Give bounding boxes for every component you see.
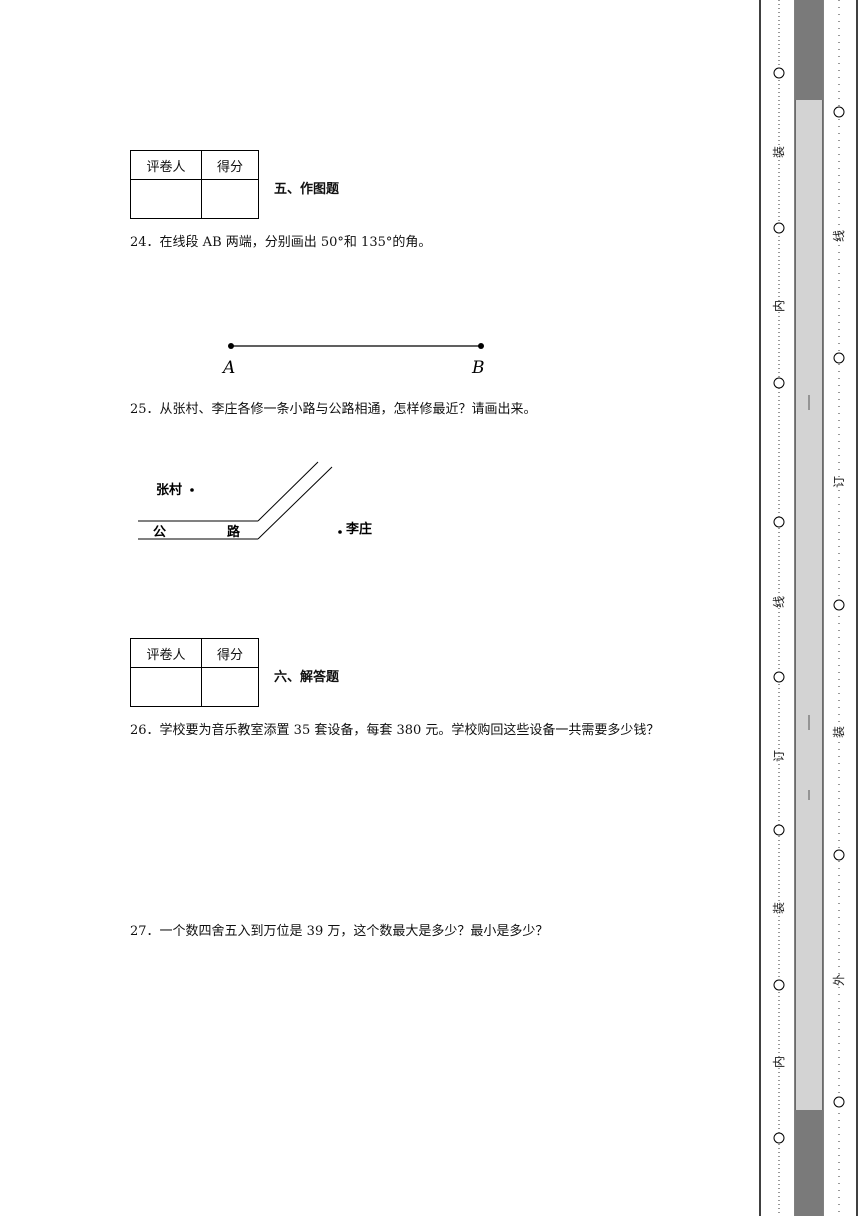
reviewer-header: 评卷人	[130, 638, 202, 668]
reviewer-cell[interactable]	[130, 667, 202, 707]
point-a-label: A	[221, 358, 235, 378]
road-diagonal-bottom	[257, 466, 333, 540]
outer-char-1: 线	[832, 230, 846, 242]
outer-char-4: 外	[832, 974, 846, 986]
inner-char-1: 装	[772, 146, 786, 158]
road-label-2: 路	[227, 524, 241, 540]
question-26: 26．学校要为音乐教室添置 35 套设备，每套 380 元。学校购回这些设备一共…	[130, 723, 660, 738]
score-header: 得分	[201, 150, 259, 180]
road-figure: 张村 公 路 李庄	[138, 461, 372, 540]
middle-strip	[794, 0, 824, 1216]
road-diagonal-top	[257, 461, 319, 522]
village-zhang-label: 张村	[156, 482, 182, 498]
segment-ab-figure: A B	[221, 343, 485, 378]
strip-dark-bottom	[795, 1110, 823, 1216]
strip-dark-top	[795, 0, 823, 100]
inner-char-6: 内	[772, 1056, 786, 1068]
score-table-section6: 评卷人 得分	[130, 638, 259, 707]
inner-circles	[773, 67, 785, 1144]
reviewer-cell[interactable]	[130, 179, 202, 219]
binding-margin: 装 内 订 线 装 内 线 订 装 外	[759, 0, 858, 1216]
score-cell[interactable]	[201, 179, 259, 219]
point-b-dot	[478, 343, 484, 349]
road-label-1: 公	[153, 525, 166, 540]
village-zhang-dot	[190, 488, 194, 492]
inner-char-4: 线	[772, 596, 786, 608]
outer-char-2: 订	[832, 476, 846, 488]
inner-char-2: 内	[772, 300, 786, 312]
section6-title: 六、解答题	[274, 670, 340, 685]
inner-binding-chars: 装 内 订 线 装 内	[772, 146, 786, 1068]
score-table-section5: 评卷人 得分	[130, 150, 259, 219]
inner-char-5: 装	[772, 902, 786, 914]
outer-char-3: 装	[832, 726, 846, 738]
question-24: 24．在线段 AB 两端，分别画出 50°和 135°的角。	[130, 235, 432, 250]
village-li-label: 李庄	[345, 521, 372, 537]
reviewer-header: 评卷人	[130, 150, 202, 180]
section5-title: 五、作图题	[274, 182, 340, 197]
outer-binding-chars: 线 订 装 外	[832, 230, 846, 986]
village-li-dot	[338, 530, 342, 534]
inner-char-3: 订	[772, 750, 786, 762]
score-header: 得分	[201, 638, 259, 668]
score-cell[interactable]	[201, 667, 259, 707]
outer-circles	[833, 106, 845, 1108]
question-25: 25．从张村、李庄各修一条小路与公路相通，怎样修最近？请画出来。	[130, 402, 537, 417]
point-b-label: B	[471, 358, 485, 378]
point-a-dot	[228, 343, 234, 349]
question-27: 27．一个数四舍五入到万位是 39 万，这个数最大是多少？最小是多少？	[130, 924, 549, 939]
